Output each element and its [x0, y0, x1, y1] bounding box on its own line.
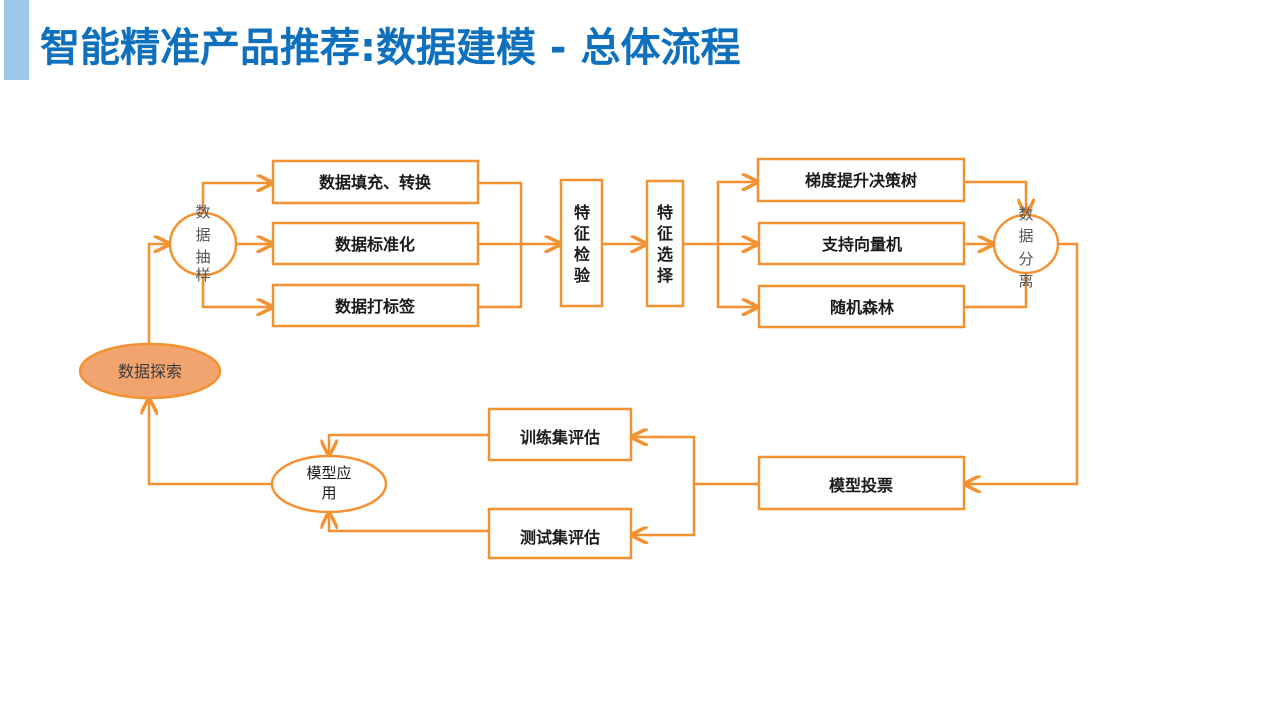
node-model-apply: 模型应 用 — [270, 454, 388, 514]
node-feature-select: 特 征 选 择 — [645, 179, 685, 308]
model-apply-line-2: 用 — [321, 484, 336, 502]
node-labeling-label: 数据打标签 — [335, 297, 416, 316]
node-test-eval-label: 测试集评估 — [520, 528, 600, 547]
connector-sampling-to-labeling — [201, 276, 272, 307]
feature-check-char-2: 征 — [574, 224, 590, 243]
connector-to-train-eval — [632, 437, 696, 484]
feature-check-char-1: 特 — [574, 203, 590, 222]
sampling-char-1: 数 — [195, 203, 210, 221]
node-data-explore: 数据探索 — [78, 342, 222, 400]
connector-test-eval-to-apply — [329, 513, 488, 533]
sampling-char-3: 抽 — [195, 248, 210, 266]
node-train-eval-label: 训练集评估 — [520, 428, 600, 447]
node-model-vote: 模型投票 — [757, 455, 966, 511]
node-data-sampling: 数 据 抽 样 — [168, 203, 238, 284]
node-train-eval: 训练集评估 — [487, 407, 633, 462]
connector-rf-to-split — [964, 275, 1028, 309]
split-char-2: 据 — [1018, 227, 1033, 245]
node-random-forest: 随机森林 — [757, 284, 966, 329]
node-data-split: 数 据 分 离 — [992, 205, 1060, 290]
node-svm-label: 支持向量机 — [821, 235, 902, 254]
feature-check-char-4: 验 — [574, 266, 591, 285]
node-gbdt-label: 梯度提升决策树 — [805, 171, 917, 190]
node-model-vote-label: 模型投票 — [829, 476, 893, 495]
node-labeling: 数据打标签 — [271, 283, 480, 328]
feature-select-char-4: 择 — [657, 266, 674, 285]
feature-select-char-3: 选 — [657, 245, 673, 264]
node-standardize-label: 数据标准化 — [335, 235, 415, 254]
connector-split-to-vote — [965, 242, 1079, 484]
connector-to-rf — [716, 244, 757, 307]
feature-select-char-2: 征 — [657, 224, 673, 243]
node-data-explore-label: 数据探索 — [118, 362, 182, 381]
model-apply-line-1: 模型应 — [306, 464, 351, 482]
connector-apply-to-explore — [149, 399, 272, 486]
node-feature-check: 特 征 检 验 — [559, 178, 604, 308]
title-accent-bar — [4, 0, 29, 80]
node-fill-convert: 数据填充、转换 — [271, 159, 480, 205]
split-char-1: 数 — [1018, 205, 1033, 223]
connector-to-test-eval — [632, 484, 696, 535]
connector-labeling-to-merge — [478, 244, 523, 309]
feature-select-char-1: 特 — [657, 203, 673, 222]
sampling-char-4: 样 — [195, 266, 210, 284]
connector-to-gbdt — [716, 182, 757, 244]
connector-sampling-to-fill — [201, 183, 272, 212]
node-fill-convert-label: 数据填充、转换 — [319, 173, 432, 192]
sampling-char-2: 据 — [195, 226, 210, 244]
feature-check-char-3: 检 — [574, 245, 590, 264]
node-svm: 支持向量机 — [757, 221, 966, 266]
node-random-forest-label: 随机森林 — [830, 298, 894, 317]
node-standardize: 数据标准化 — [271, 221, 480, 266]
connector-explore-to-sampling — [147, 244, 169, 343]
connector-fill-to-merge — [478, 181, 523, 244]
split-char-3: 分 — [1018, 250, 1033, 268]
connector-train-eval-to-apply — [329, 433, 488, 455]
node-test-eval: 测试集评估 — [487, 507, 633, 560]
page-title: 智能精准产品推荐:数据建模 - 总体流程 — [40, 25, 741, 71]
connector-gbdt-to-split — [964, 180, 1026, 214]
node-gbdt: 梯度提升决策树 — [756, 157, 966, 203]
split-char-4: 离 — [1018, 272, 1033, 290]
